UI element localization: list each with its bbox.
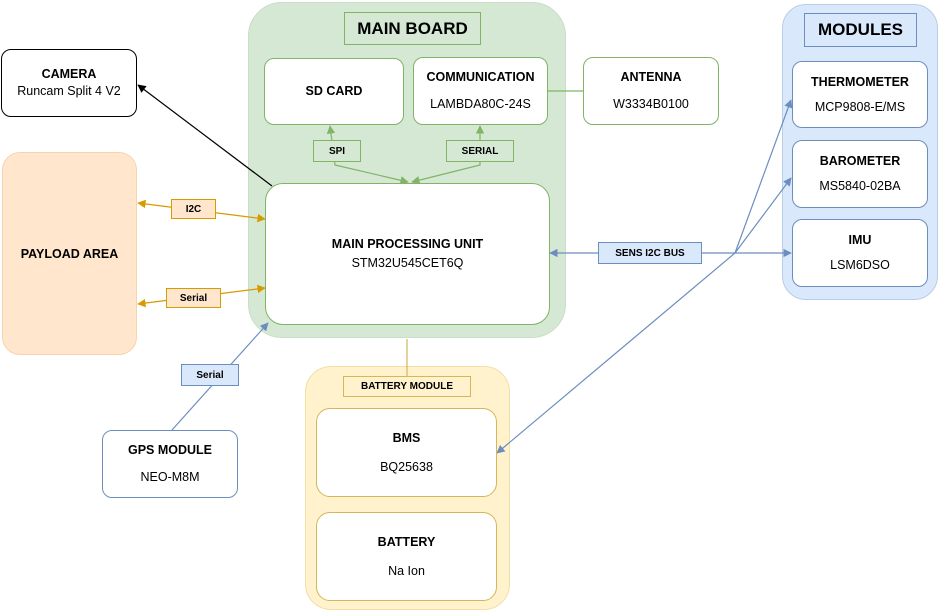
- bms-part: BQ25638: [380, 459, 433, 474]
- gps-part: NEO-M8M: [140, 470, 200, 484]
- sd-card-box[interactable]: SD CARD: [264, 58, 404, 125]
- barometer-title: BAROMETER: [819, 154, 901, 169]
- thermometer-box[interactable]: THERMOMETER MCP9808-E/MS: [792, 61, 928, 128]
- payload-area[interactable]: PAYLOAD AREA: [2, 152, 137, 355]
- bms-box[interactable]: BMS BQ25638: [316, 408, 497, 497]
- camera-part: Runcam Split 4 V2: [17, 84, 121, 98]
- modules-title: MODULES: [804, 13, 917, 47]
- bms-title: BMS: [392, 430, 421, 445]
- spi-connector: [326, 125, 409, 185]
- sens-bus-thermometer-connector: [734, 99, 793, 254]
- sens-i2c-bus-label: SENS I2C BUS: [598, 242, 702, 264]
- battery-module-title: BATTERY MODULE: [343, 376, 471, 397]
- sens-bus-barometer-connector: [734, 177, 792, 254]
- antenna-box[interactable]: ANTENNA W3334B0100: [583, 57, 719, 125]
- imu-title: IMU: [848, 233, 872, 248]
- camera-title: CAMERA: [41, 67, 97, 82]
- thermometer-title: THERMOMETER: [811, 74, 909, 89]
- gps-module-box[interactable]: GPS MODULE NEO-M8M: [102, 430, 238, 498]
- communication-box[interactable]: COMMUNICATION LAMBDA80C-24S: [413, 57, 548, 125]
- serial-connector: [411, 125, 485, 185]
- antenna-title: ANTENNA: [620, 70, 682, 85]
- gps-serial-label: Serial: [181, 364, 239, 386]
- sd-card-title: SD CARD: [305, 84, 363, 99]
- barometer-box[interactable]: BAROMETER MS5840-02BA: [792, 140, 928, 208]
- communication-part: LAMBDA80C-24S: [430, 97, 531, 111]
- battery-part: Na Ion: [388, 563, 425, 578]
- serial-label: SERIAL: [446, 140, 514, 162]
- battery-box[interactable]: BATTERY Na Ion: [316, 512, 497, 601]
- payload-serial-label: Serial: [166, 288, 221, 308]
- gps-title: GPS MODULE: [127, 443, 213, 458]
- thermometer-part: MCP9808-E/MS: [814, 99, 906, 114]
- payload-area-title: PAYLOAD AREA: [20, 246, 119, 261]
- camera-box[interactable]: CAMERA Runcam Split 4 V2: [1, 49, 137, 117]
- camera-connector: [137, 84, 273, 187]
- mpu-part: STM32U545CET6Q: [351, 256, 464, 270]
- sens-bus-bms-connector: [496, 252, 736, 454]
- spi-label: SPI: [313, 140, 361, 162]
- battery-title: BATTERY: [377, 534, 436, 549]
- imu-box[interactable]: IMU LSM6DSO: [792, 219, 928, 287]
- communication-title: COMMUNICATION: [426, 70, 535, 85]
- mpu-title: MAIN PROCESSING UNIT: [331, 237, 484, 252]
- main-processing-unit-box[interactable]: MAIN PROCESSING UNIT STM32U545CET6Q: [265, 183, 550, 325]
- payload-i2c-label: I2C: [171, 199, 216, 219]
- imu-part: LSM6DSO: [830, 258, 890, 272]
- antenna-part: W3334B0100: [613, 97, 689, 111]
- main-board-title: MAIN BOARD: [344, 12, 481, 45]
- barometer-part: MS5840-02BA: [819, 179, 901, 193]
